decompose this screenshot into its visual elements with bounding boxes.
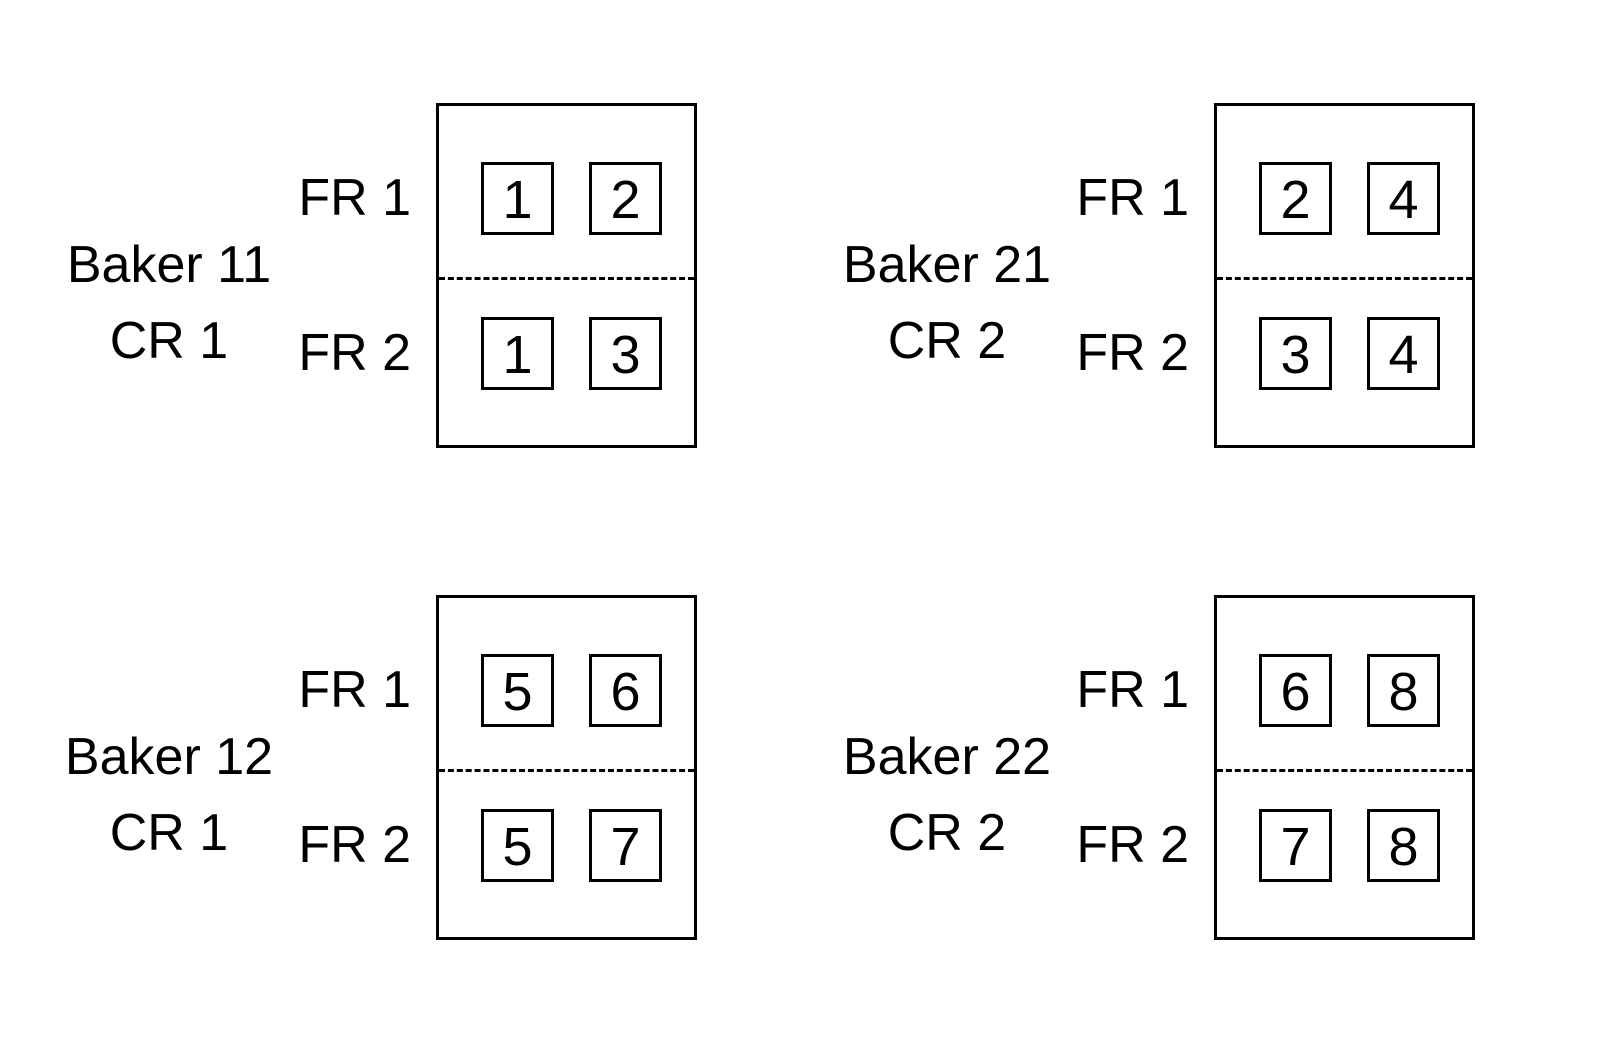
baker-label: Baker 12 CR 1 [49,719,289,871]
item-cell: 4 [1367,162,1440,235]
outer-box: 5 6 5 7 [436,595,697,940]
dashed-divider [439,277,694,280]
item-cell: 7 [589,809,662,882]
baker-label: Baker 11 CR 1 [49,227,289,379]
item-cell: 1 [481,317,554,390]
item-cell: 3 [589,317,662,390]
fr-label: FR 2 [1076,816,1189,874]
outer-box: 6 8 7 8 [1214,595,1475,940]
baker-name: Baker 22 [842,728,1052,786]
baker-panel: Baker 22 CR 2 FR 1 FR 2 6 8 7 8 [827,595,1587,955]
item-cell: 8 [1367,809,1440,882]
fr-label: FR 2 [298,324,411,382]
fr-label: FR 2 [298,816,411,874]
baker-panel: Baker 12 CR 1 FR 1 FR 2 5 6 5 7 [49,595,809,955]
fr-label: FR 1 [1076,169,1189,227]
baker-panel: Baker 21 CR 2 FR 1 FR 2 2 4 3 4 [827,103,1587,463]
outer-box: 1 2 1 3 [436,103,697,448]
item-cell: 5 [481,809,554,882]
baker-panel: Baker 11 CR 1 FR 1 FR 2 1 2 1 3 [49,103,809,463]
cr-name: CR 1 [109,312,229,370]
baker-label: Baker 22 CR 2 [827,719,1067,871]
item-cell: 8 [1367,654,1440,727]
fr-label: FR 1 [298,169,411,227]
item-cell: 7 [1259,809,1332,882]
cr-name: CR 2 [887,312,1007,370]
baker-name: Baker 11 [66,236,272,294]
item-cell: 6 [1259,654,1332,727]
fr-label: FR 1 [298,661,411,719]
baker-name: Baker 21 [842,236,1052,294]
item-cell: 2 [1259,162,1332,235]
item-cell: 1 [481,162,554,235]
item-cell: 3 [1259,317,1332,390]
baker-name: Baker 12 [64,728,274,786]
cr-name: CR 1 [109,804,229,862]
fr-label: FR 1 [1076,661,1189,719]
dashed-divider [439,769,694,772]
item-cell: 4 [1367,317,1440,390]
outer-box: 2 4 3 4 [1214,103,1475,448]
cr-name: CR 2 [887,804,1007,862]
dashed-divider [1217,769,1472,772]
item-cell: 5 [481,654,554,727]
fr-label: FR 2 [1076,324,1189,382]
item-cell: 2 [589,162,662,235]
item-cell: 6 [589,654,662,727]
baker-label: Baker 21 CR 2 [827,227,1067,379]
dashed-divider [1217,277,1472,280]
